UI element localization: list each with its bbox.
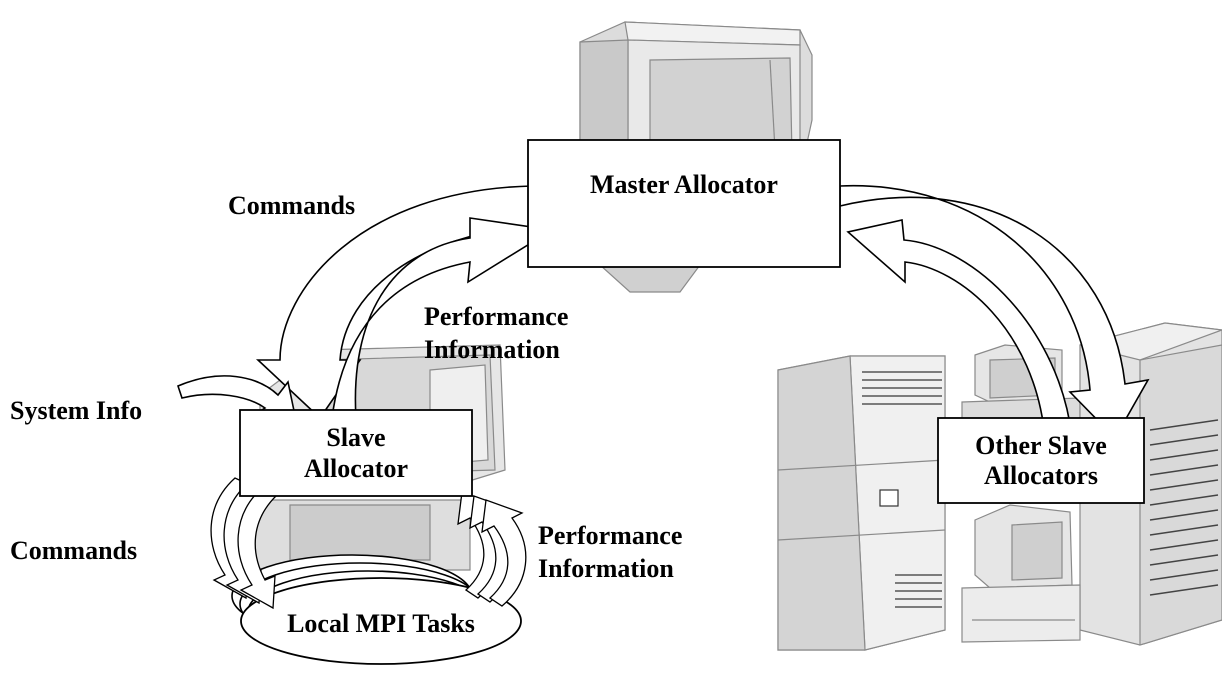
server-tower-left-icon [777,355,946,651]
commands-arrow-right [839,185,1150,440]
performance-top-line2: Information [424,335,560,364]
small-monitor-bottom-icon [961,504,1081,643]
local-mpi-tasks-ellipse [240,577,522,665]
other-slave-allocators-line1: Other Slave [975,431,1107,460]
slave-allocator-label-line2: Allocator [304,454,408,483]
performance-bottom-line2: Information [538,554,674,583]
performance-bottom-line1: Performance [538,521,682,550]
performance-arrow-right [846,219,1073,439]
commands-bottom-label: Commands [10,536,137,565]
performance-top-line1: Performance [424,302,568,331]
performance-arrows-bottom [457,491,527,607]
system-info-label: System Info [10,396,142,425]
local-mpi-tasks-label: Local MPI Tasks [287,609,475,638]
slave-allocator-box: Slave Allocator [239,409,473,497]
slave-allocator-label-line1: Slave [326,423,385,452]
other-slave-allocators-box: Other Slave Allocators [937,417,1145,504]
commands-arrows-bottom [210,477,279,610]
commands-top-label: Commands [228,191,355,220]
master-allocator-box: Master Allocator [527,139,841,268]
master-allocator-label: Master Allocator [590,170,778,199]
other-slave-allocators-line2: Allocators [984,461,1098,490]
server-tower-right-icon [1079,322,1222,646]
